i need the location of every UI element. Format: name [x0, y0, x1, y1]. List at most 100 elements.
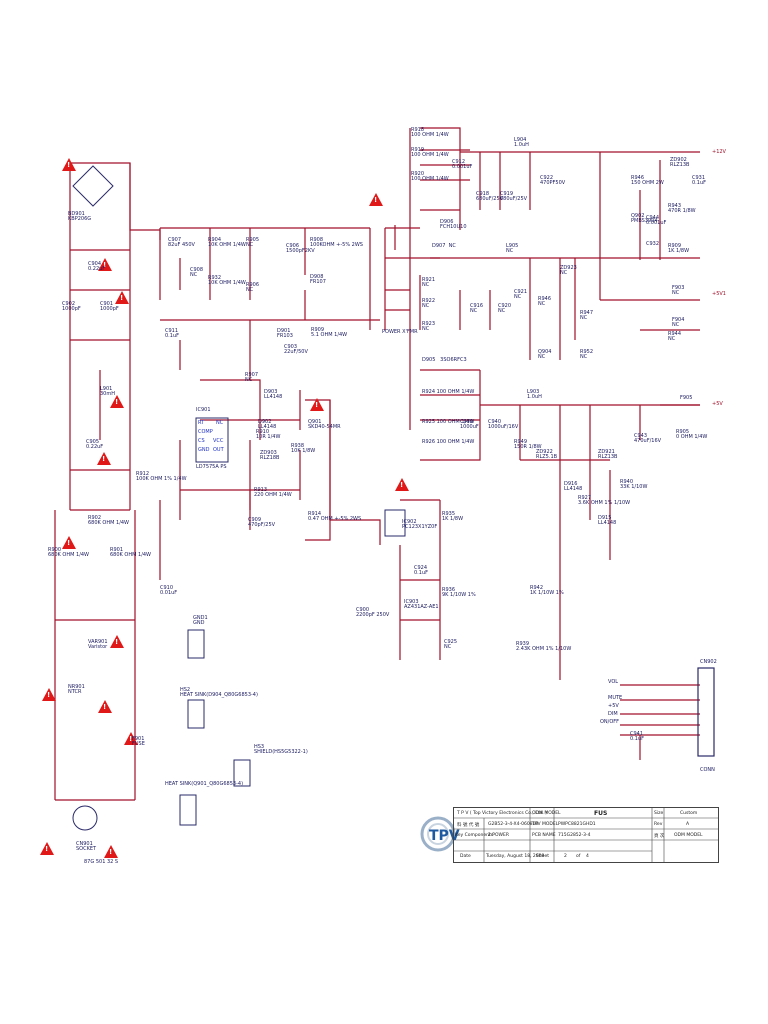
warning-icon: [369, 193, 383, 206]
component-label: GND1 GND: [193, 615, 208, 627]
component-label: C909 470pF/25V: [248, 517, 276, 529]
component-label: R952 NC: [580, 349, 594, 361]
signature-label: 頁 次: [654, 834, 665, 839]
component-label: C922 470PF50V: [540, 175, 566, 187]
component-label: C916 NC: [470, 303, 484, 315]
component-label: CN901 SOCKET: [76, 841, 97, 853]
component-label: ZD902 RLZ13B: [670, 157, 690, 169]
component-label: LD7575A PS: [196, 464, 227, 470]
component-label: CN902: [700, 659, 717, 665]
component-label: R919 100 OHM 1/4W: [411, 147, 449, 159]
component-label: R904 10K OHM 1/4W: [208, 237, 246, 249]
date-label: Date: [460, 854, 471, 859]
warning-icon: [97, 452, 111, 465]
warning-icon: [110, 635, 124, 648]
component-label: D915 LL4148: [598, 515, 617, 527]
warning-icon: [110, 395, 124, 408]
component-label: R947 NC: [580, 310, 594, 322]
component-label: C908 NC: [190, 267, 204, 279]
ic-pin-label: RT: [198, 420, 205, 426]
component-label: C932: [646, 241, 660, 247]
part-no-label: 料 號 代 號: [457, 823, 480, 828]
component-label: R940 33K 1/10W: [620, 479, 648, 491]
component-label: C918 680uF/25V: [476, 191, 504, 203]
pcb-name-value: 715G2852-3-4: [558, 833, 591, 838]
component-label: R901 680K OHM 1/4W: [110, 547, 152, 559]
component-label: R927 3.6K OHM 1% 1/10W: [578, 495, 631, 507]
component-label: C943 470uF/16V: [634, 433, 662, 445]
connector-pin-label: DIM: [608, 711, 618, 717]
component-label: R926 100 OHM 1/4W: [422, 439, 475, 445]
component-label: POWER X'FMR: [382, 329, 418, 335]
component-label: ZD921 RLZ13B: [598, 449, 618, 461]
component-label: C901 1000pF: [100, 301, 119, 313]
ic-pin-label: COMP: [198, 429, 213, 435]
warning-icon: [42, 688, 56, 701]
warning-icon: [115, 291, 129, 304]
component-label: C924 0.1uF: [414, 565, 428, 577]
component-label: L903 1.0uH: [527, 389, 542, 401]
connector-pin-label: +5V: [608, 703, 619, 709]
component-label: C910 0.01uF: [160, 585, 178, 597]
component-label: HEAT SINK(Q901_Q80G6853-4): [165, 781, 244, 787]
warning-icon: [98, 258, 112, 271]
component-label: CONN: [700, 767, 715, 773]
pcb-name-label: PCB NAME: [532, 833, 556, 838]
component-label: D916 LL4148: [564, 481, 583, 493]
component-label: Q904 NC: [538, 349, 552, 361]
component-label: ZD903 RLZ18B: [260, 450, 280, 462]
component-label: C903 22uF/50V: [284, 344, 308, 356]
component-label: R905 NC: [246, 237, 260, 249]
component-label: C900 2200pF 250V: [356, 607, 390, 619]
component-label: C905 0.22uF: [86, 439, 104, 451]
component-label: C940 1000uF/16V: [488, 419, 519, 431]
component-label: R939 2.43K OHM 1% 1/10W: [516, 641, 572, 653]
component-label: R944 NC: [668, 331, 682, 343]
connector-pin-label: ON/OFF: [600, 719, 620, 725]
component-label: C939 1000uF: [460, 419, 479, 431]
component-label: IC903 AZ431AZ-AE1: [404, 599, 439, 611]
component-label: HS2 HEAT SINK(D904_Q80G6853-4): [180, 687, 258, 699]
component-label: C919 680uF/25V: [500, 191, 528, 203]
key-components-value: 2.POWER: [488, 833, 509, 838]
component-label: D906 FCH10U10: [440, 219, 467, 231]
title-block: T P V ( Top Victory Electronics Co., Ltd…: [453, 807, 719, 863]
sheet-label: Sheet: [536, 854, 550, 859]
ic-pin-label: NC: [216, 420, 224, 426]
component-label: HS3 SHIELD(HS5G5322-1): [254, 744, 308, 756]
key-components-label: Key Components: [455, 833, 494, 838]
component-label: BD901 KBP206G: [68, 211, 92, 223]
component-label: VAR901 Varistor: [88, 639, 108, 651]
component-label: C931 0.1uF: [692, 175, 706, 187]
rail-label: +5V: [712, 401, 723, 407]
component-label: R924 100 OHM 1/4W: [422, 389, 475, 395]
component-label: R921 NC: [422, 277, 436, 289]
component-label: C941 0.1uF: [630, 731, 644, 743]
tpv-logo: [420, 816, 456, 852]
component-label: R902 680K OHM 1/4W: [88, 515, 130, 527]
component-label: C944 0.001uF: [646, 215, 667, 227]
component-label: C921 NC: [514, 289, 528, 301]
component-label: F905: [680, 395, 693, 401]
component-label: D905 3SO6RFC3: [422, 357, 467, 363]
component-label: R908 100KOHM +-5% 2WS: [310, 237, 363, 249]
component-label: Q901 SKD40-54MR: [308, 419, 341, 431]
odm-model-label-2: ODM MODEL: [674, 833, 703, 838]
component-label: R910 10R 1/4W: [256, 429, 281, 441]
component-label: F901 FUSE: [132, 736, 145, 748]
component-label: D908 FR107: [310, 274, 326, 286]
component-label: R912 100K OHM 1% 1/4W: [136, 471, 187, 483]
warning-icon: [395, 478, 409, 491]
component-label: Q902 PMBS3904: [631, 213, 658, 225]
part-no-value: G2B52-3-4-X4-060810: [488, 822, 539, 827]
component-label: ZD923 NC: [560, 265, 577, 277]
component-label: R942 1K 1/10W 1%: [530, 585, 564, 597]
component-label: IC902 PC123X1YZ0F: [402, 519, 438, 531]
component-label: C906 1500pF2KV: [286, 243, 315, 255]
size-value: Custom: [680, 811, 698, 816]
ic-pin-label: OUT: [213, 447, 224, 453]
component-label: D907 NC: [432, 243, 456, 249]
warning-icon: [310, 398, 324, 411]
component-label: R925 100 OHM 1/4W: [422, 419, 475, 425]
